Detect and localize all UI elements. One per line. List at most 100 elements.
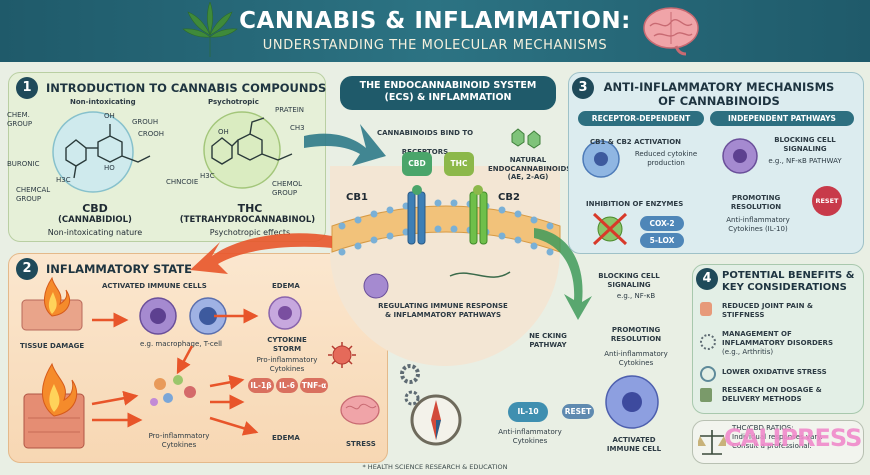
thc-molecule: [203, 111, 293, 189]
ecs-title: THE ENDOCANNABINOID SYSTEM (ECS) & INFLA…: [359, 80, 537, 103]
mid-anti-label: Anti-inflammatory Cytokines: [604, 350, 668, 367]
mid-promoting-label: PROMOTING RESOLUTION: [610, 326, 662, 343]
section1-title: INTRODUCTION TO CANNABIS COMPOUNDS: [46, 81, 327, 95]
header-banner: [0, 0, 870, 62]
mid-nfkb-label: e.g., NF-κB: [616, 292, 656, 300]
page-subtitle: UNDERSTANDING THE MOLECULAR MECHANISMS: [262, 38, 608, 53]
gear-icon: [400, 364, 420, 406]
inhibition-label: INHIBITION OF ENZYMES: [586, 200, 684, 208]
immune-cells-icon: [139, 297, 227, 335]
section4-title: POTENTIAL BENEFITS & KEY CONSIDERATIONS: [722, 270, 855, 293]
cbd-label-crooh: CROOH: [138, 130, 165, 138]
benefit-item-disorders: MANAGEMENT OF INFLAMMATORY DISORDERS: [722, 330, 833, 347]
thc-description: Psychotropic effects: [209, 228, 291, 237]
benefit-item-disorders-sub: (e.g., Arthritis): [722, 348, 774, 356]
arrow-to-ecs: [304, 124, 386, 166]
compass-icon: [410, 394, 462, 446]
tnf-pill: TNF-α: [300, 378, 328, 393]
cox2-pill: COX-2: [640, 216, 684, 231]
endocannabinoid-molecule-icon: [511, 128, 541, 149]
cytokine-storm-label: CYTOKINE STORM: [267, 336, 307, 353]
reset-badge: RESET: [812, 186, 842, 216]
enzyme-blocked-icon: [592, 212, 628, 246]
activated-cell-label: ACTIVATED IMMUNE CELL: [606, 436, 662, 453]
ratio-note-box: [692, 420, 864, 464]
receptor-dependent-tab: RECEPTOR-DEPENDENT: [578, 111, 704, 126]
cannabis-leaf-icon: [182, 2, 238, 57]
cell-membrane: [331, 185, 561, 299]
thc-label-chncoie: CHNCOIE: [166, 178, 199, 186]
brain-icon: [643, 7, 699, 56]
tissue-damage-icon: [21, 276, 83, 331]
thc-label-oh: OH: [218, 128, 229, 136]
section-benefits: [692, 264, 864, 414]
stress-brain-icon: [340, 395, 380, 425]
independent-pathways-tab: INDEPENDENT PATHWAYS: [710, 111, 854, 126]
stress-label: STRESS: [346, 440, 376, 448]
section-number-1: 1: [16, 77, 38, 99]
thc-full-name: (TETRAHYDROCANNABINOL): [179, 215, 316, 225]
il6-pill: IL-6: [276, 378, 298, 393]
footer-text: * HEALTH SCIENCE RESEARCH & EDUCATION: [362, 463, 508, 471]
cbd-badge: CBD: [402, 152, 432, 176]
thc-label-h3c: H3C: [200, 172, 215, 180]
flame-tissue-icon: [23, 362, 85, 449]
oxidative-icon: [700, 366, 716, 382]
thc-label-pratein: PRATEIN: [275, 106, 305, 114]
cb1-label: CB1: [346, 192, 368, 203]
cbd-tag: Non-intoxicating: [70, 98, 136, 106]
ratio-note-text: THC/CBD RATIOS: Individual responses var…: [732, 424, 823, 450]
ecs-title-box: [340, 76, 556, 110]
macrophage-label: e.g. macrophage, T-cell: [140, 340, 222, 348]
reduced-cytokine-label: Reduced cytokine production: [634, 150, 698, 167]
il1b-pill: IL-1β: [248, 378, 274, 393]
disorder-gear-icon: [700, 334, 716, 350]
mid-reset-label: RESET: [562, 404, 594, 419]
section-number-2: 2: [16, 258, 38, 280]
cb2-label: CB2: [498, 192, 520, 203]
activation-label: CB1 & CB2 ACTIVATION: [590, 138, 682, 146]
thc-label-ch3: CH3: [290, 124, 305, 132]
section-number-3: 3: [572, 77, 594, 99]
anti-bottom-label: Anti-inflammatory Cytokines: [498, 428, 562, 445]
receptor-cell-icon: [582, 140, 620, 178]
benefit-item-oxidative: LOWER OXIDATIVE STRESS: [722, 368, 827, 376]
section-number-4: 4: [696, 268, 718, 290]
mid-blocking-label: BLOCKING CELL SIGNALING: [598, 272, 660, 289]
cbd-label-chemcal-group: CHEMCAL GROUP: [16, 186, 51, 203]
arrow-to-inflammatory: [190, 233, 332, 274]
page-title: CANNABIS & INFLAMMATION:: [239, 8, 631, 34]
promoting-resolution-label: PROMOTING RESOLUTION: [730, 194, 782, 211]
cbd-full-name: (CANNABIDIOL): [58, 215, 132, 225]
storm-cytokines-label: Pro-inflammatory Cytokines: [256, 356, 318, 373]
cbd-label-chem-group: CHEM. GROUP: [7, 111, 33, 128]
cytokine-particles-icon: [150, 375, 196, 406]
benefit-item-research: RESEARCH ON DOSAGE & DELIVERY METHODS: [722, 386, 822, 403]
cbd-label-ho: HO: [104, 164, 115, 172]
regulating-label: REGULATING IMMUNE RESPONSE & INFLAMMATOR…: [378, 302, 508, 319]
lox5-pill: 5-LOX: [640, 233, 684, 248]
cbd-label-h3c: H3C: [56, 176, 71, 184]
joint-icon: [700, 302, 712, 316]
arrow-to-resolution: [534, 228, 592, 320]
cbd-label-oh: OH: [104, 112, 115, 120]
virus-icon: [328, 342, 356, 368]
activated-cells-label: ACTIVATED IMMUNE CELLS: [102, 282, 207, 290]
edema-label-top: EDEMA: [272, 282, 300, 290]
section3-title: ANTI-INFLAMMATORY MECHANISMS OF CANNABIN…: [603, 80, 835, 108]
scale-icon: [698, 430, 726, 455]
il10-badge: IL-10: [508, 402, 548, 422]
natural-endocannabinoids-label: NATURAL ENDOCANNABINOIDS (AE, 2-AG): [488, 156, 572, 181]
thc-label-chemol-group: CHEMOL GROUP: [272, 180, 303, 197]
cbd-label-grouh: GROUH: [132, 118, 159, 126]
research-icon: [700, 388, 712, 402]
thc-badge: THC: [444, 152, 474, 176]
cbd-label-buronic: BURONIC: [7, 160, 40, 168]
edema-label-bottom: EDEMA: [272, 434, 300, 442]
inflammation-arrows: [91, 308, 259, 436]
watermark-logo: CALIPRESS: [724, 424, 862, 452]
tissue-damage-label: TISSUE DAMAGE: [20, 342, 85, 350]
thc-tag: Psychotropic: [208, 98, 259, 106]
benefit-item-joint: REDUCED JOINT PAIN & STIFFNESS: [722, 302, 813, 319]
section2-title: INFLAMMATORY STATE: [46, 262, 193, 276]
